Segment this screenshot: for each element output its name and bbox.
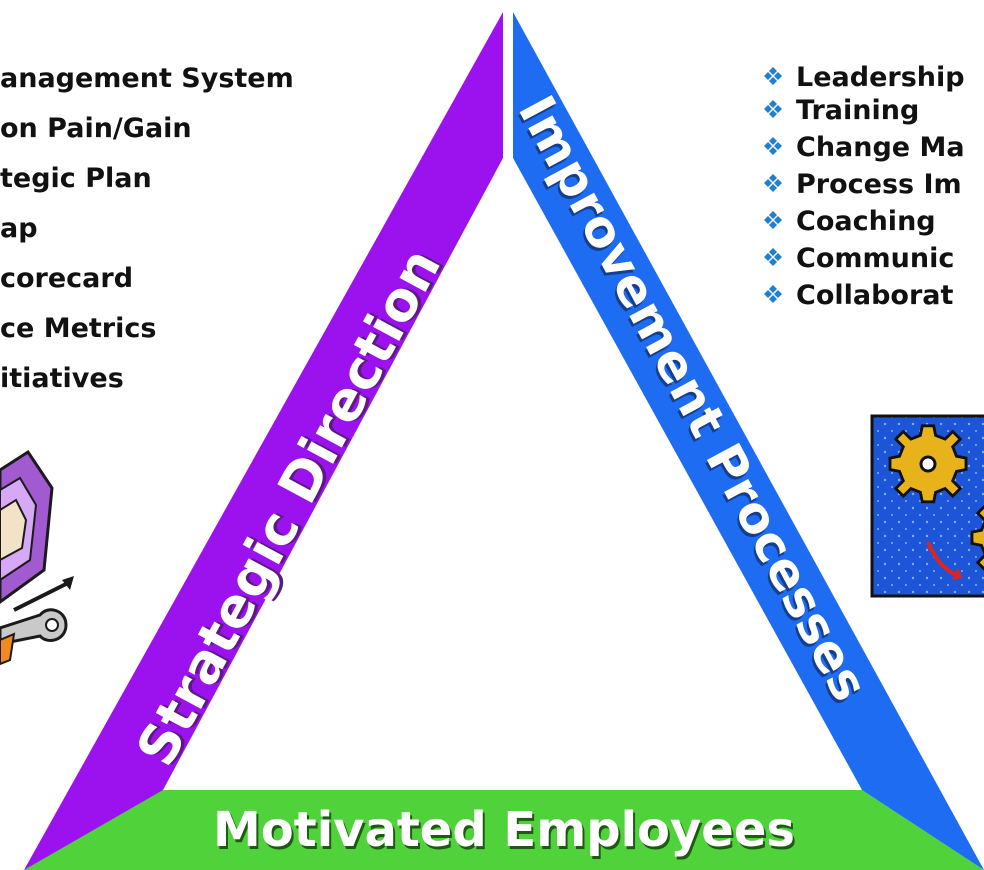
- arrowhead-icon: [952, 568, 962, 580]
- motivated-employees-label-group: Motivated Employees Motivated Employees: [213, 802, 797, 861]
- improvement-processes-band: [513, 12, 984, 870]
- right-list-item: Collaborat: [764, 280, 954, 311]
- right-list-item-label: Change Ma: [796, 132, 965, 163]
- diamond-cluster-bullet-icon: [764, 100, 782, 118]
- diamond-cluster-bullet-icon: [764, 248, 782, 266]
- left-list-item: on Pain/Gain: [0, 113, 192, 144]
- right-list-item-label: Coaching: [796, 206, 936, 237]
- diamond-cluster-bullet-icon: [764, 67, 782, 85]
- left-list-item: ap: [0, 213, 38, 244]
- toolbox-clipart: [0, 449, 74, 666]
- right-list-item-label: Process Im: [796, 169, 962, 200]
- diamond-cluster-bullet-icon: [764, 285, 782, 303]
- gears-clipart: [870, 414, 984, 598]
- strategic-direction-label-group: Strategic Direction Strategic Direction: [124, 238, 456, 776]
- left-list-item: ce Metrics: [0, 313, 156, 344]
- right-list-item-label: Training: [796, 95, 919, 126]
- strategic-direction-label: Strategic Direction: [124, 238, 453, 776]
- diamond-cluster-bullet-icon: [764, 174, 782, 192]
- motivated-employees-label: Motivated Employees: [213, 802, 795, 858]
- right-list: Leadership Training Change Ma Process Im…: [764, 62, 965, 311]
- right-list-item-label: Collaborat: [796, 280, 954, 311]
- right-list-item-label: Leadership: [796, 62, 965, 93]
- gear-icon: [970, 504, 984, 571]
- diamond-cluster-bullet-icon: [764, 137, 782, 155]
- left-list: anagement System on Pain/Gain tegic Plan…: [0, 63, 294, 394]
- strategic-direction-band: [24, 12, 503, 870]
- right-list-item: Leadership: [764, 62, 965, 93]
- left-list-item: anagement System: [0, 63, 294, 94]
- right-list-item: Training: [764, 95, 919, 126]
- left-list-item: itiatives: [0, 363, 124, 394]
- right-list-item: Change Ma: [764, 132, 965, 163]
- right-list-item: Process Im: [764, 169, 962, 200]
- right-list-item-label: Communic: [796, 243, 954, 274]
- left-list-item: tegic Plan: [0, 163, 152, 194]
- base-band: [24, 790, 984, 870]
- motivated-employees-label-shadow: Motivated Employees: [215, 805, 797, 861]
- right-list-item: Coaching: [764, 206, 936, 237]
- left-list-item: corecard: [0, 263, 133, 294]
- gear-icon: [888, 424, 968, 504]
- right-list-item: Communic: [764, 243, 954, 274]
- diamond-cluster-bullet-icon: [764, 211, 782, 229]
